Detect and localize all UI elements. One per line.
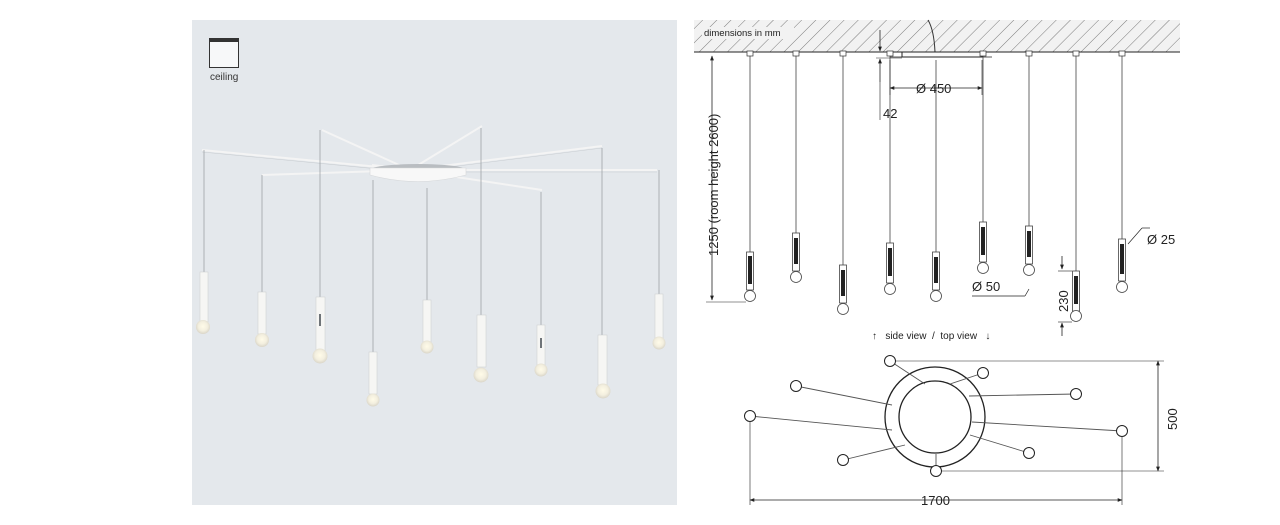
pendant-lights xyxy=(196,271,666,407)
technical-drawing: dimensions in mm xyxy=(694,19,1180,508)
top-depth-label: 500 xyxy=(1165,408,1180,430)
pendant-cords xyxy=(203,128,660,355)
top-view xyxy=(744,355,1128,477)
ceiling-mount-icon xyxy=(209,38,239,68)
ceiling-mount-label: ceiling xyxy=(210,72,239,83)
product-photo-panel: ceiling xyxy=(192,20,677,505)
units-note: dimensions in mm xyxy=(704,28,781,39)
views-caption: ↑ side view / top view ↓ xyxy=(872,331,990,342)
pendant-length-label: 230 xyxy=(1056,290,1071,312)
globe-diameter-label: Ø 50 xyxy=(972,279,1000,294)
suspension-length-label: 1250 (room height 2600) xyxy=(706,114,721,256)
canopy xyxy=(369,167,467,182)
top-width-label: 1700 xyxy=(921,493,950,508)
canopy-diameter-label: Ø 450 xyxy=(916,81,951,96)
pendant-diameter-label: Ø 25 xyxy=(1147,232,1175,247)
canopy-height-label: 42 xyxy=(883,106,897,121)
canopy-side-view xyxy=(901,51,983,58)
pendant-lamp-photo xyxy=(196,125,666,407)
